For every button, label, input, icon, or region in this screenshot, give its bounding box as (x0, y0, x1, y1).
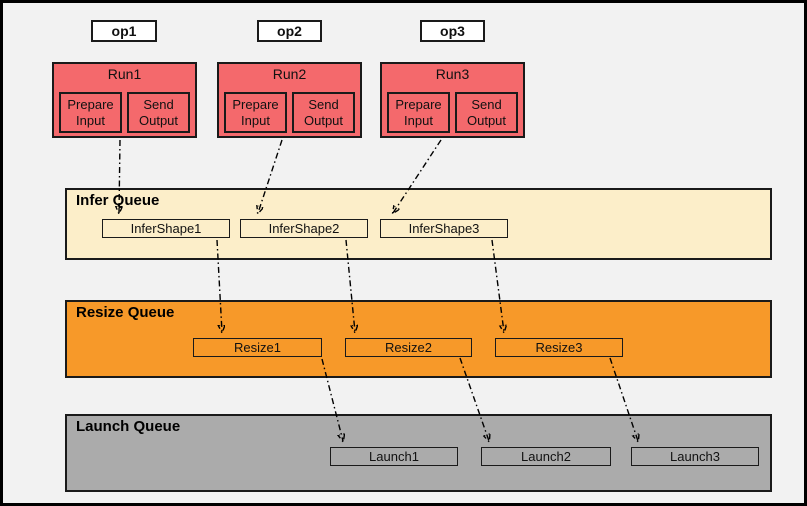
infershape1-box: InferShape1 (102, 219, 230, 238)
run2-block: Run2 Prepare Input Send Output (217, 62, 362, 138)
infershape3-box: InferShape3 (380, 219, 508, 238)
op2-label: op2 (277, 23, 302, 39)
resize-queue-label: Resize Queue (76, 304, 175, 321)
run2-send-output-box: Send Output (292, 92, 355, 133)
resize3-box: Resize3 (495, 338, 623, 357)
launch3-box: Launch3 (631, 447, 759, 466)
resize1-box: Resize1 (193, 338, 322, 357)
launch-queue-label: Launch Queue (76, 418, 181, 435)
run2-title: Run2 (272, 66, 307, 82)
run3-prepare-input-box: Prepare Input (387, 92, 450, 133)
run1-prepare-input-box: Prepare Input (59, 92, 122, 133)
run3-title: Run3 (435, 66, 470, 82)
op2-label-box: op2 (257, 20, 322, 42)
resize-queue: Resize Queue (65, 300, 772, 378)
infershape2-box: InferShape2 (240, 219, 368, 238)
op1-label-box: op1 (91, 20, 157, 42)
launch1-box: Launch1 (330, 447, 458, 466)
resize2-box: Resize2 (345, 338, 472, 357)
infer-queue-label: Infer Queue (76, 192, 160, 209)
run1-title: Run1 (107, 66, 142, 82)
launch2-box: Launch2 (481, 447, 611, 466)
run1-block: Run1 Prepare Input Send Output (52, 62, 197, 138)
run2-prepare-input-box: Prepare Input (224, 92, 287, 133)
run3-send-output-box: Send Output (455, 92, 518, 133)
run1-send-output-box: Send Output (127, 92, 190, 133)
run3-block: Run3 Prepare Input Send Output (380, 62, 525, 138)
op1-label: op1 (111, 23, 137, 39)
op3-label-box: op3 (420, 20, 485, 42)
op3-label: op3 (440, 23, 465, 39)
